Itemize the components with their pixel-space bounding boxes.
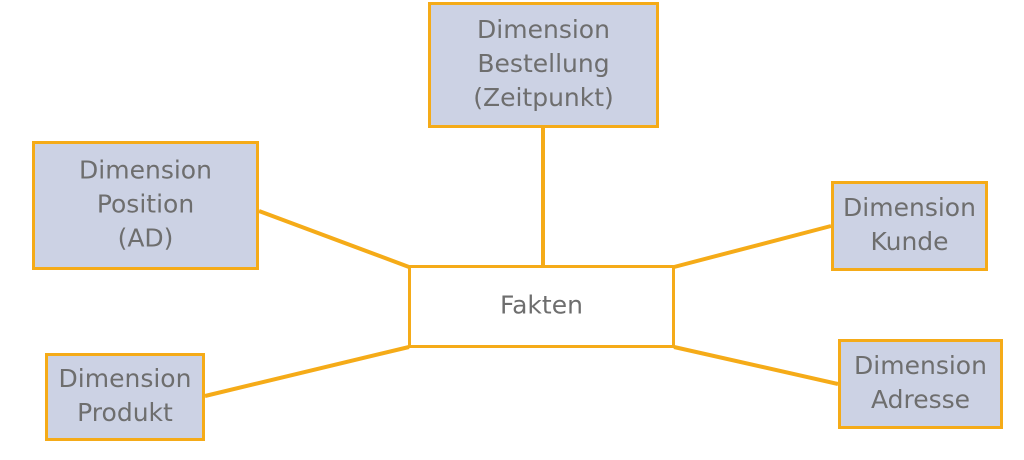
connector-fakten-kunde bbox=[673, 224, 832, 269]
dimension-box-adresse bbox=[838, 339, 1003, 429]
dimension-box-bestellung bbox=[428, 2, 659, 128]
connector-position-fakten bbox=[258, 209, 410, 269]
connector-fakten-adresse bbox=[673, 345, 839, 386]
connector-produkt-fakten bbox=[204, 345, 410, 398]
dimension-box-position bbox=[32, 141, 259, 270]
dimension-box-kunde bbox=[831, 181, 988, 271]
fact-label-fakten: Fakten bbox=[500, 291, 583, 320]
fact-fakten[interactable]: Fakten bbox=[408, 265, 675, 348]
dimension-box-produkt bbox=[45, 353, 205, 441]
fact-box-fakten bbox=[408, 265, 675, 348]
connector-layer bbox=[204, 128, 839, 398]
